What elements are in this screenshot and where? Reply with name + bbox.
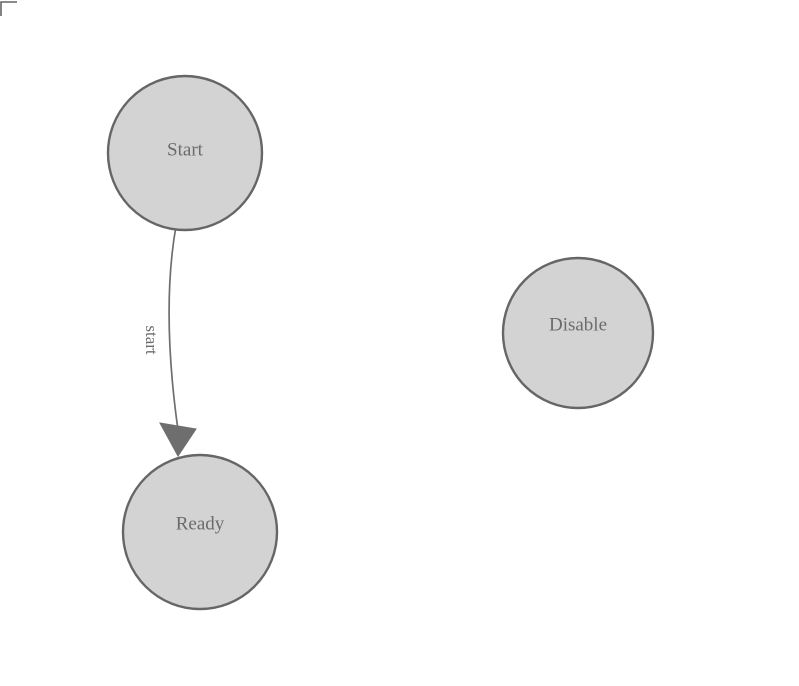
edge-line	[168, 225, 179, 431]
edge-label-start: start	[142, 325, 161, 355]
state-node-disable[interactable]: Disable	[501, 256, 655, 410]
state-node-ready[interactable]: Ready	[121, 453, 279, 611]
state-node-ready-circle[interactable]	[121, 453, 279, 611]
corner-bracket-icon	[0, 1, 17, 16]
state-node-disable-circle[interactable]	[501, 256, 655, 410]
state-node-start[interactable]: Start	[106, 74, 264, 232]
edge-start-to-ready[interactable]: start	[142, 225, 197, 457]
state-node-start-circle[interactable]	[106, 74, 264, 232]
edge-arrowhead-icon	[159, 422, 197, 457]
